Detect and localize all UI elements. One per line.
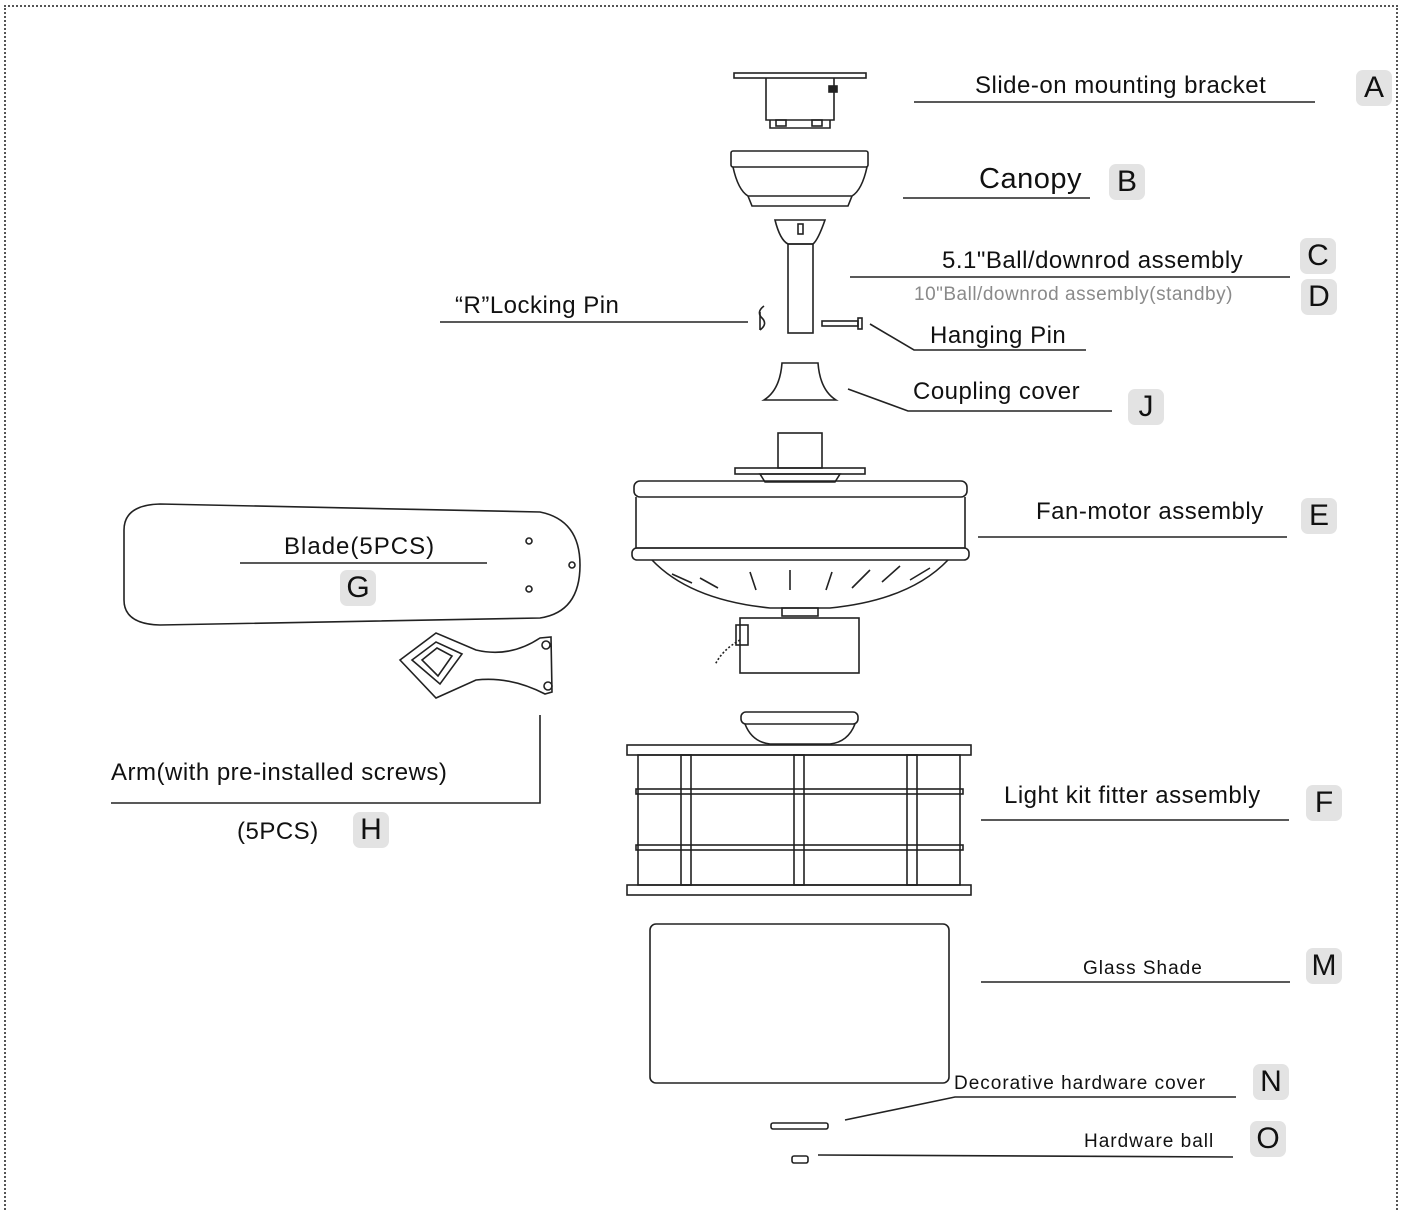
letter-badge-b: B [1109, 164, 1145, 200]
letter-badge-d: D [1301, 279, 1337, 315]
letter-badge-j: J [1128, 389, 1164, 425]
canopy-drawing [730, 150, 869, 207]
leader-lines [111, 101, 1315, 1158]
label-slide-on-mounting-bracket: Slide-on mounting bracket [975, 72, 1267, 99]
glass-shade-drawing [649, 923, 950, 1084]
light-kit-fitter-drawing [626, 744, 972, 896]
letter-badge-f: F [1306, 785, 1342, 821]
letter-badge-h: H [353, 812, 389, 848]
label-light-kit-fitter-assembly: Light kit fitter assembly [1004, 782, 1261, 809]
diagram-frame [4, 5, 1398, 1210]
label-fan-motor-assembly: Fan-motor assembly [1036, 498, 1264, 525]
downrod-drawing [773, 219, 827, 334]
label-canopy: Canopy [979, 163, 1082, 195]
label-hardware-ball: Hardware ball [1084, 1131, 1215, 1152]
label-arm: Arm(with pre-installed screws) [111, 759, 448, 786]
fan-motor-drawing [631, 432, 970, 674]
switch-cap-drawing [740, 711, 859, 745]
hanging-pin-drawing [821, 317, 863, 330]
arm-drawing [398, 632, 553, 699]
label-blade: Blade(5PCS) [284, 533, 436, 560]
letter-badge-n: N [1253, 1064, 1289, 1100]
letter-badge-g: G [340, 570, 376, 606]
label-ball-downrod-5-1: 5.1"Ball/downrod assembly [942, 247, 1244, 274]
letter-badge-a: A [1356, 70, 1392, 106]
letter-badge-c: C [1300, 238, 1336, 274]
mounting-bracket-drawing [733, 72, 867, 129]
label-r-locking-pin: “R”Locking Pin [455, 292, 620, 319]
blade-drawing [123, 503, 581, 626]
label-ball-downrod-10: 10"Ball/downrod assembly(standby) [914, 284, 1233, 305]
decorative-hardware-cover-drawing [770, 1122, 829, 1130]
label-decorative-hardware-cover: Decorative hardware cover [954, 1073, 1207, 1094]
label-coupling-cover: Coupling cover [913, 378, 1081, 405]
hardware-ball-drawing [791, 1155, 809, 1164]
letter-badge-m: M [1306, 948, 1342, 984]
letter-badge-e: E [1301, 498, 1337, 534]
r-locking-pin-drawing [758, 305, 766, 331]
label-glass-shade: Glass Shade [1083, 958, 1203, 979]
label-hanging-pin: Hanging Pin [930, 322, 1067, 349]
label-arm-quantity: (5PCS) [237, 818, 319, 845]
letter-badge-o: O [1250, 1121, 1286, 1157]
coupling-cover-drawing [761, 362, 839, 401]
